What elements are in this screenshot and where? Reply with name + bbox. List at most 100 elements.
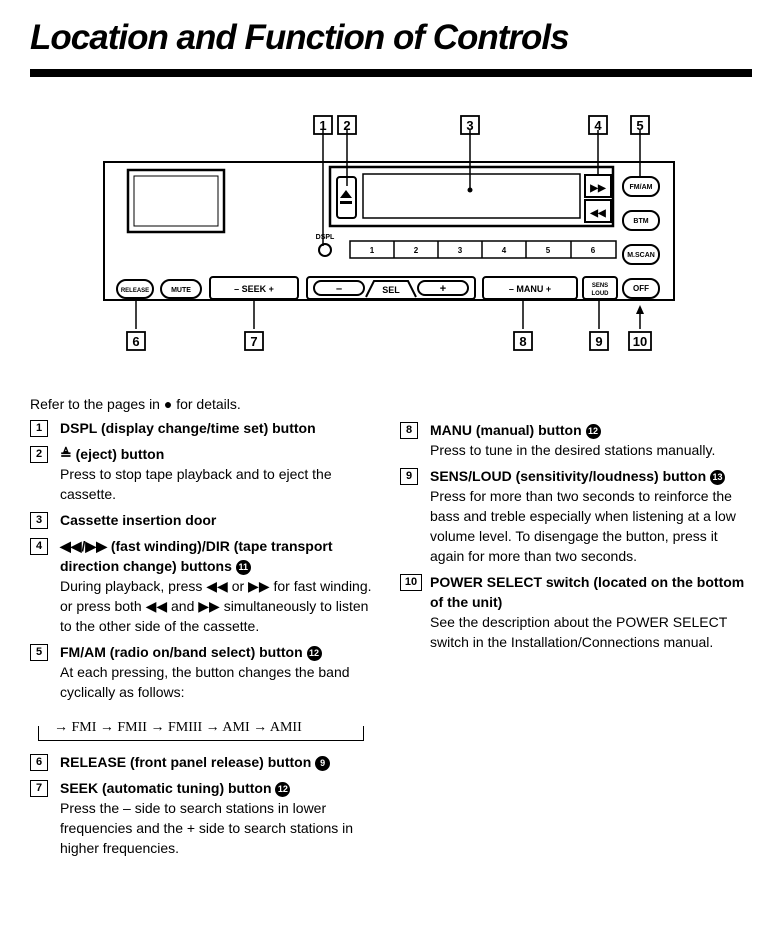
- item-description: Press to stop tape playback and to eject…: [60, 466, 332, 502]
- page-ref-badge: 12: [585, 423, 601, 439]
- page-ref-badge: 9: [315, 755, 331, 771]
- dspl-label: DSPL: [316, 234, 335, 241]
- release-label: RELEASE: [121, 288, 149, 294]
- item-heading: ◀◀/▶▶ (fast winding)/DIR (tape transport…: [60, 536, 375, 576]
- btm-label: BTM: [633, 218, 648, 225]
- sel-group: [306, 276, 476, 300]
- callout-label-4: 4: [594, 118, 602, 133]
- callout-label-10: 10: [633, 334, 647, 349]
- page-ref-badge: 12: [306, 645, 322, 661]
- item-heading-text: RELEASE (front panel release) button: [60, 754, 312, 770]
- item-heading-text: POWER SELECT switch (located on the bott…: [430, 574, 745, 610]
- item-heading: SEEK (automatic tuning) button 12: [60, 778, 375, 798]
- item-description: Press the – side to search stations in l…: [60, 800, 354, 856]
- item-heading-text: DSPL (display change/time set) button: [60, 420, 316, 436]
- item-number-box: 6: [30, 754, 48, 771]
- band-cycle-text: → FMI → FMII → FMIII → AMI → AMII: [52, 718, 304, 738]
- item-number-box: 9: [400, 468, 418, 485]
- callout-label-7: 7: [250, 334, 257, 349]
- callout-label-3: 3: [466, 118, 473, 133]
- page-ref-badge: 12: [275, 781, 291, 797]
- preset-1-label[interactable]: 1: [370, 246, 375, 255]
- svg-text:◀◀: ◀◀: [589, 208, 606, 219]
- mute-label: MUTE: [171, 287, 191, 294]
- intro-text: Refer to the pages in ● for details.: [30, 396, 241, 412]
- callout-label-8: 8: [519, 334, 526, 349]
- item-description: During playback, press ◀◀ or ▶▶ for fast…: [60, 578, 372, 634]
- off-label: OFF: [633, 284, 649, 293]
- item-1: 1 DSPL (display change/time set) button: [30, 418, 375, 438]
- preset-4-label[interactable]: 4: [502, 246, 507, 255]
- item-number-box: 3: [30, 512, 48, 529]
- item-heading-text: SENS/LOUD (sensitivity/loudness) button: [430, 468, 707, 484]
- item-heading: POWER SELECT switch (located on the bott…: [430, 572, 752, 612]
- item-heading-text: FM/AM (radio on/band select) button: [60, 644, 303, 660]
- item-number-box: 8: [400, 422, 418, 439]
- item-description: At each pressing, the button changes the…: [60, 664, 350, 700]
- item-heading: DSPL (display change/time set) button: [60, 418, 375, 438]
- item-description: Press for more than two seconds to reinf…: [430, 488, 736, 564]
- item-heading-text: MANU (manual) button: [430, 422, 582, 438]
- item-6: 6 RELEASE (front panel release) button 9: [30, 752, 375, 772]
- item-heading: FM/AM (radio on/band select) button 12: [60, 642, 375, 662]
- item-heading: Cassette insertion door: [60, 510, 375, 530]
- rew-button[interactable]: [584, 199, 612, 223]
- callout-box-9: [589, 331, 609, 351]
- page-title: Location and Function of Controls: [30, 18, 570, 57]
- item-number-box: 1: [30, 420, 48, 437]
- minus-button[interactable]: [313, 280, 365, 296]
- item-heading: ≜ (eject) button: [60, 444, 375, 464]
- callout-box-6: [126, 331, 146, 351]
- item-description: Press to tune in the desired stations ma…: [430, 442, 716, 458]
- item-9: 9 SENS/LOUD (sensitivity/loudness) button…: [400, 466, 752, 566]
- preset-6-label[interactable]: 6: [591, 246, 596, 255]
- callout-box-7: [244, 331, 264, 351]
- item-heading-text: ◀◀/▶▶ (fast winding)/DIR (tape transport…: [60, 538, 333, 574]
- item-4: 4 ◀◀/▶▶ (fast winding)/DIR (tape transpor…: [30, 536, 375, 636]
- sens-loud-button[interactable]: [582, 276, 618, 300]
- btm-button[interactable]: [622, 210, 660, 231]
- item-heading: MANU (manual) button 12: [430, 420, 752, 440]
- sens-label: SENS: [592, 283, 608, 289]
- item-heading-text: Cassette insertion door: [60, 512, 217, 528]
- item-heading-text: SEEK (automatic tuning) button: [60, 780, 272, 796]
- callout-label-2: 2: [343, 118, 350, 133]
- fmam-label: FM/AM: [630, 184, 653, 191]
- preset-5-label[interactable]: 5: [546, 246, 551, 255]
- item-number-box: 2: [30, 446, 48, 463]
- callout-label-9: 9: [595, 334, 602, 349]
- callout-label-1: 1: [319, 118, 326, 133]
- preset-3-label[interactable]: 3: [458, 246, 463, 255]
- dspl-button[interactable]: [318, 243, 332, 257]
- page-ref-badge: 13: [710, 469, 726, 485]
- preset-2-label[interactable]: 2: [414, 246, 419, 255]
- band-cycle: → FMI → FMII → FMIII → AMI → AMII: [30, 718, 375, 744]
- mscan-label: M.SCAN: [627, 252, 655, 259]
- item-heading: RELEASE (front panel release) button 9: [60, 752, 375, 772]
- sel-label: SEL: [382, 285, 400, 295]
- manu-button[interactable]: [482, 276, 578, 300]
- fmam-button[interactable]: [622, 176, 660, 197]
- left-column: Refer to the pages in ● for details. 1 DS…: [30, 394, 375, 864]
- item-heading-text: ≜ (eject) button: [60, 446, 165, 462]
- item-3: 3 Cassette insertion door: [30, 510, 375, 530]
- title-rule: [30, 69, 752, 77]
- mute-button[interactable]: [160, 279, 202, 299]
- band-cycle-return-line: [38, 726, 364, 741]
- page-ref-badge: 11: [235, 559, 251, 575]
- mscan-button[interactable]: [622, 244, 660, 265]
- off-button[interactable]: [622, 278, 660, 299]
- release-button[interactable]: [116, 279, 154, 299]
- callout-box-8: [513, 331, 533, 351]
- item-number-box: 4: [30, 538, 48, 555]
- manu-label: – MANU +: [509, 284, 551, 294]
- seek-label: – SEEK +: [234, 284, 274, 294]
- plus-label: +: [440, 283, 446, 295]
- plus-button[interactable]: [417, 280, 469, 296]
- svg-text:▶▶: ▶▶: [589, 183, 607, 194]
